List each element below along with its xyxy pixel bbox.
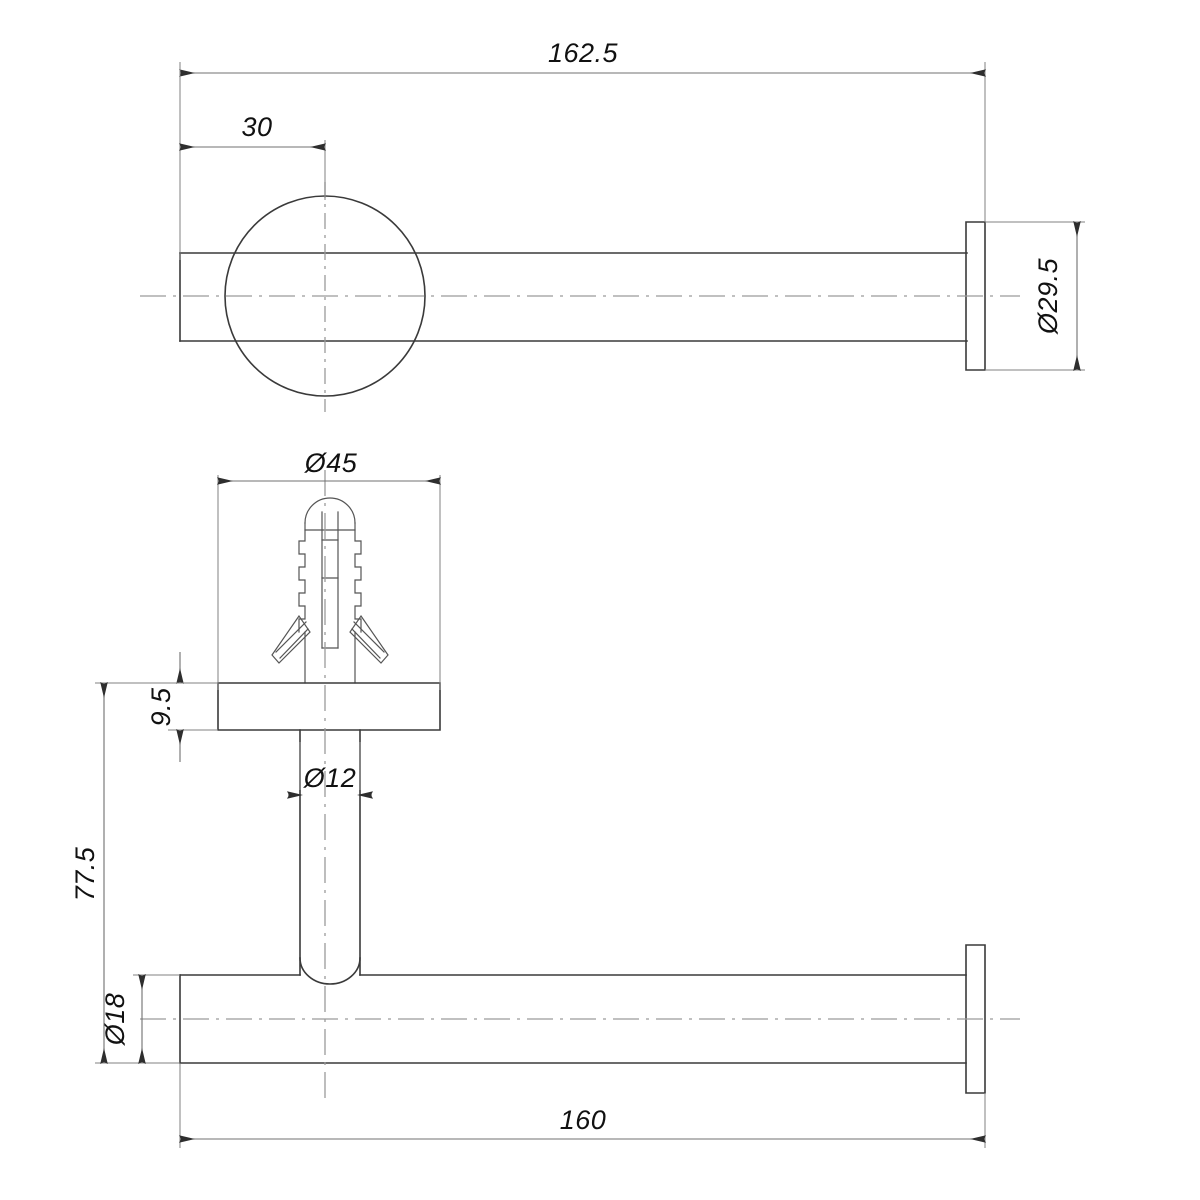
anchor-wing-left-rib1 (275, 621, 307, 653)
dim-arm-diameter-label: Ø18 (100, 993, 130, 1047)
side-view-group: Ø45 9.5 Ø12 77.5 Ø18 160 (70, 448, 1020, 1148)
anchor-wing-left-rib2 (279, 628, 309, 659)
anchor-wing-right-rib2 (351, 628, 381, 659)
anchor-wing-right-rib1 (353, 621, 385, 653)
dim-overall-length-label: 162.5 (548, 38, 619, 68)
side-view-post-bottom-fillet (299, 957, 361, 985)
dim-plate-thickness-label: 9.5 (146, 687, 176, 727)
wall-anchor-group (271, 497, 389, 684)
anchor-dome-top (304, 497, 356, 524)
anchor-wing-left (271, 614, 311, 664)
dim-end-cap-diameter-label: Ø29.5 (1033, 257, 1063, 335)
side-view-flange-plate (217, 682, 441, 731)
dim-post-diameter-label: Ø12 (303, 763, 357, 793)
dim-flange-offset-label: 30 (241, 112, 272, 142)
anchor-right-serrations (354, 529, 362, 633)
dim-total-height-label: 77.5 (70, 846, 100, 901)
dim-escutcheon-diameter-label: Ø45 (304, 448, 358, 478)
top-view-group: 162.5 30 Ø29.5 (140, 38, 1085, 412)
anchor-wing-right (349, 614, 389, 664)
anchor-left-serrations (298, 529, 306, 633)
dim-arm-length-label: 160 (560, 1105, 607, 1135)
